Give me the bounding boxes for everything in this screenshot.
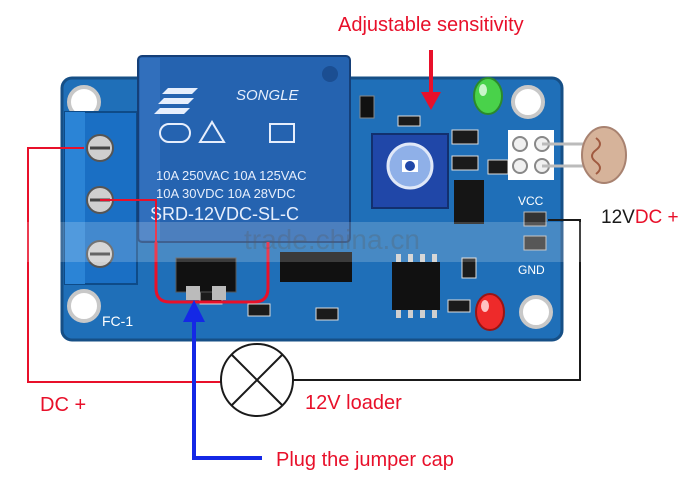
dc-plus-label: DC + [40, 394, 87, 416]
songle-logo-icon [154, 88, 198, 114]
red-led-icon [475, 293, 505, 331]
jumper-highlight-outline [154, 242, 270, 304]
green-led-icon [473, 77, 503, 115]
relay: SONGLE 10A 250VAC 10A 125VAC 10A 30VDC 1… [137, 55, 351, 243]
watermark-text: trade.china.cn [244, 224, 420, 255]
vcc-label: VCC [518, 194, 544, 208]
dc-plus-wire [27, 147, 222, 383]
watermark-band [0, 222, 699, 262]
cqc-mark-icon [159, 123, 191, 143]
power-pins: VCC GND [518, 194, 547, 277]
jumper-label: Plug the jumper cap [276, 449, 454, 471]
sensitivity-arrow-icon [421, 50, 441, 110]
sensitivity-label: Adjustable sensitivity [338, 14, 524, 36]
relay-common-wire [100, 199, 157, 242]
relay-rating-line2: 10A 30VDC 10A 28VDC [156, 186, 295, 201]
load-lamp-icon [220, 343, 294, 417]
jumper-cap [175, 257, 237, 300]
pcb-label: FC-1 [102, 313, 133, 329]
warning-triangle-icon [198, 120, 226, 143]
screw-terminal-block [64, 111, 138, 285]
photoresistor-icon [581, 126, 627, 184]
relay-rating-line1: 10A 250VAC 10A 125VAC [156, 168, 307, 183]
relay-model: SRD-12VDC-SL-C [150, 204, 299, 224]
dc-minus-voltage: 12V [601, 207, 635, 228]
dc-minus-text: DC + [634, 207, 679, 228]
sensitivity-potentiometer [371, 133, 449, 209]
dc-minus-label: 12VDC + [601, 207, 679, 229]
dc-minus-wire [292, 219, 581, 381]
loader-label: 12V loader [305, 392, 402, 414]
relay-brand: SONGLE [236, 87, 300, 104]
ul-mark-icon [269, 123, 295, 143]
ic-chip [392, 254, 440, 318]
mounting-holes [67, 85, 553, 329]
jumper-arrow-icon [183, 300, 262, 460]
photoresistor-header [508, 130, 590, 180]
gnd-label: GND [518, 263, 545, 277]
